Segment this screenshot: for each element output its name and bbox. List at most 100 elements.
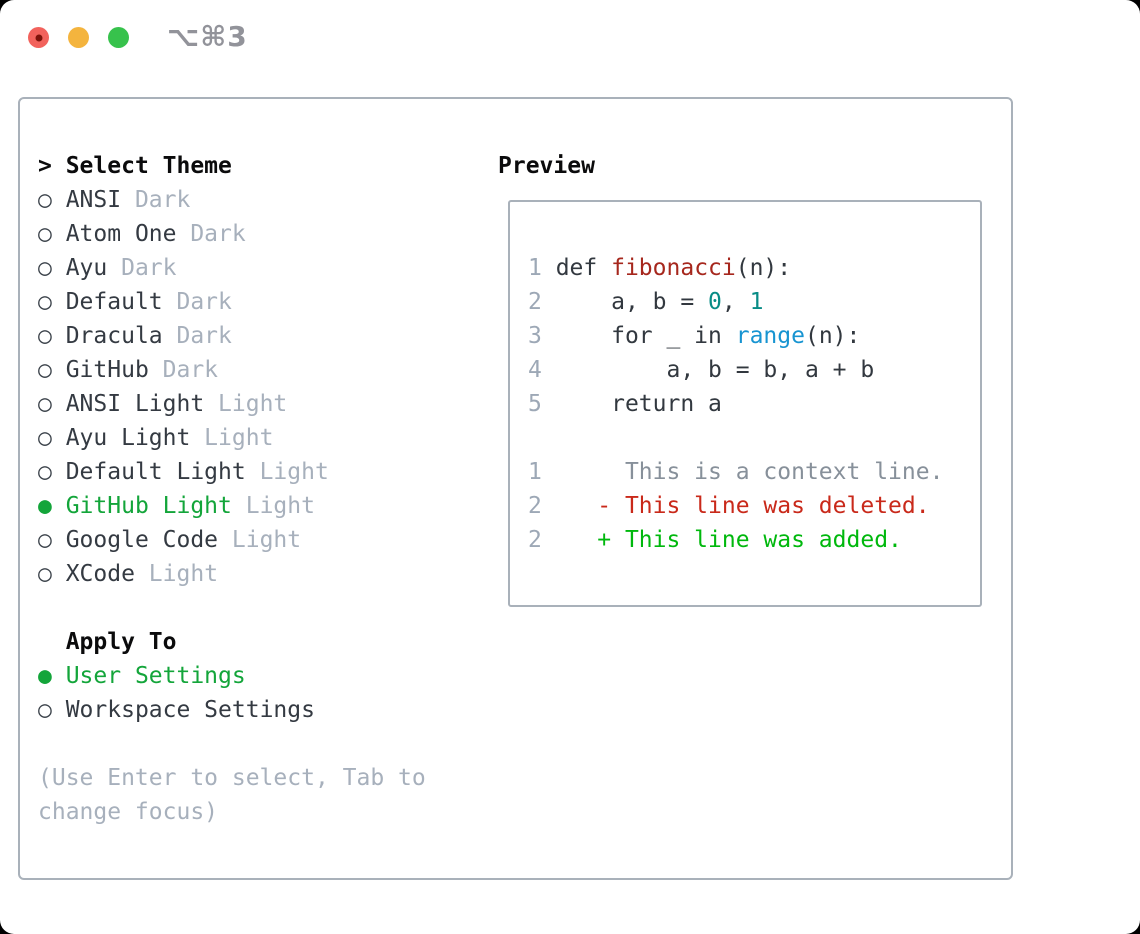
theme-variant-tag: Dark xyxy=(176,221,246,247)
select-theme-header: > Select Theme xyxy=(38,149,426,183)
theme-variant-tag: Light xyxy=(245,459,329,485)
code-token-plain: for _ in xyxy=(541,323,736,349)
theme-variant-tag: Light xyxy=(218,527,302,553)
theme-option-dracula[interactable]: ○ Dracula Dark xyxy=(38,319,426,353)
radio-icon: ○ xyxy=(38,255,66,281)
theme-name: Atom One xyxy=(65,221,177,247)
theme-option-github[interactable]: ○ GitHub Dark xyxy=(38,353,426,387)
diff-line-deleted: 2 - This line was deleted. xyxy=(528,489,980,523)
code-token-plain: a, b = xyxy=(541,289,709,315)
line-number: 3 xyxy=(528,323,542,349)
code-token-plain: def xyxy=(541,255,612,281)
radio-icon: ○ xyxy=(38,323,66,349)
theme-option-ansi[interactable]: ○ ANSI Dark xyxy=(38,183,426,217)
diff-line-added: 2 + This line was added. xyxy=(528,523,980,557)
diff-text: This is a context line. xyxy=(541,459,944,485)
line-number: 4 xyxy=(528,357,542,383)
theme-variant-tag: Dark xyxy=(162,323,232,349)
theme-variant-tag: Dark xyxy=(162,289,232,315)
code-line-2: 2 a, b = 0, 1 xyxy=(528,285,980,319)
radio-icon: ○ xyxy=(38,561,66,587)
window-controls xyxy=(28,27,129,48)
theme-option-ayu[interactable]: ○ Ayu Dark xyxy=(38,251,426,285)
code-token-plain: return a xyxy=(541,391,722,417)
radio-icon: ○ xyxy=(38,459,66,485)
theme-name: ANSI xyxy=(65,187,122,213)
radio-icon: ○ xyxy=(38,527,66,553)
theme-option-default-light[interactable]: ○ Default Light Light xyxy=(38,455,426,489)
code-token-plain: , xyxy=(721,289,750,315)
radio-selected-icon: ● xyxy=(38,493,66,519)
theme-name: Dracula xyxy=(65,323,163,349)
apply-to-list: ● User Settings○ Workspace Settings xyxy=(38,659,426,727)
code-token-title: fibonacci xyxy=(611,255,736,281)
code-line-5: 5 return a xyxy=(528,387,980,421)
spacer xyxy=(38,727,426,761)
window-title: ⌥⌘3 xyxy=(167,20,248,53)
minimize-button[interactable] xyxy=(68,27,89,48)
preview-header: Preview xyxy=(498,153,595,179)
theme-name: XCode xyxy=(65,561,135,587)
theme-name: Default Light xyxy=(65,459,246,485)
code-token-plain: a, b = b, a + b xyxy=(541,357,875,383)
theme-variant-tag: Light xyxy=(190,425,274,451)
theme-name: GitHub Light xyxy=(65,493,232,519)
code-line-3: 3 for _ in range(n): xyxy=(528,319,980,353)
close-button[interactable] xyxy=(28,27,49,48)
theme-option-ansi-light[interactable]: ○ ANSI Light Light xyxy=(38,387,426,421)
radio-icon: ○ xyxy=(38,697,66,723)
theme-option-google-code[interactable]: ○ Google Code Light xyxy=(38,523,426,557)
help-text-line-2: change focus) xyxy=(38,799,219,825)
spacer xyxy=(528,421,980,455)
radio-icon: ○ xyxy=(38,221,66,247)
zoom-button[interactable] xyxy=(108,27,129,48)
theme-variant-tag: Dark xyxy=(148,357,219,383)
theme-variant-tag: Dark xyxy=(107,255,177,281)
radio-icon: ○ xyxy=(38,289,66,315)
theme-variant-tag: Light xyxy=(231,493,315,519)
theme-option-default[interactable]: ○ Default Dark xyxy=(38,285,426,319)
radio-icon: ○ xyxy=(38,425,66,451)
radio-icon: ○ xyxy=(38,187,66,213)
line-number: 2 xyxy=(528,289,542,315)
code-token-plain: (n): xyxy=(804,323,861,349)
theme-name: GitHub xyxy=(65,357,149,383)
theme-option-github-light[interactable]: ● GitHub Light Light xyxy=(38,489,426,523)
theme-variant-tag: Light xyxy=(134,561,219,587)
select-theme-label: Select Theme xyxy=(65,153,232,179)
theme-name: Ayu xyxy=(65,255,108,281)
theme-variant-tag: Dark xyxy=(121,187,191,213)
theme-option-atom-one[interactable]: ○ Atom One Dark xyxy=(38,217,426,251)
theme-name: Google Code xyxy=(65,527,219,553)
theme-list-section: >Select Theme○ ANSI Dark○ Atom One Dark○… xyxy=(38,149,426,829)
theme-name: Ayu Light xyxy=(65,425,191,451)
line-number: 2 xyxy=(528,493,542,519)
apply-option-user-settings[interactable]: ● User Settings xyxy=(38,659,426,693)
line-number: 1 xyxy=(528,255,542,281)
apply-option-label: User Settings xyxy=(65,663,246,689)
theme-name: ANSI Light xyxy=(65,391,205,417)
code-line-4: 4 a, b = b, a + b xyxy=(528,353,980,387)
line-number: 1 xyxy=(528,459,542,485)
diff-text: - This line was deleted. xyxy=(541,493,930,519)
diff-line-context: 1 This is a context line. xyxy=(528,455,980,489)
apply-option-workspace-settings[interactable]: ○ Workspace Settings xyxy=(38,693,426,727)
code-line-1: 1 def fibonacci(n): xyxy=(528,251,980,285)
diff-text: + This line was added. xyxy=(541,527,902,553)
apply-to-header: Apply To xyxy=(65,629,177,655)
line-number: 2 xyxy=(528,527,542,553)
code-token-number: 0 xyxy=(708,289,722,315)
theme-name: Default xyxy=(65,289,163,315)
theme-option-xcode[interactable]: ○ XCode Light xyxy=(38,557,426,591)
theme-option-ayu-light[interactable]: ○ Ayu Light Light xyxy=(38,421,426,455)
radio-icon: ○ xyxy=(38,357,66,383)
theme-list: ○ ANSI Dark○ Atom One Dark○ Ayu Dark○ De… xyxy=(38,183,426,591)
code-token-plain: (n): xyxy=(735,255,792,281)
help-text-line-1: (Use Enter to select, Tab to xyxy=(38,765,426,791)
prompt-icon: > xyxy=(38,153,52,179)
code-token-number: 1 xyxy=(749,289,764,315)
radio-icon: ○ xyxy=(38,391,66,417)
spacer xyxy=(38,591,426,625)
